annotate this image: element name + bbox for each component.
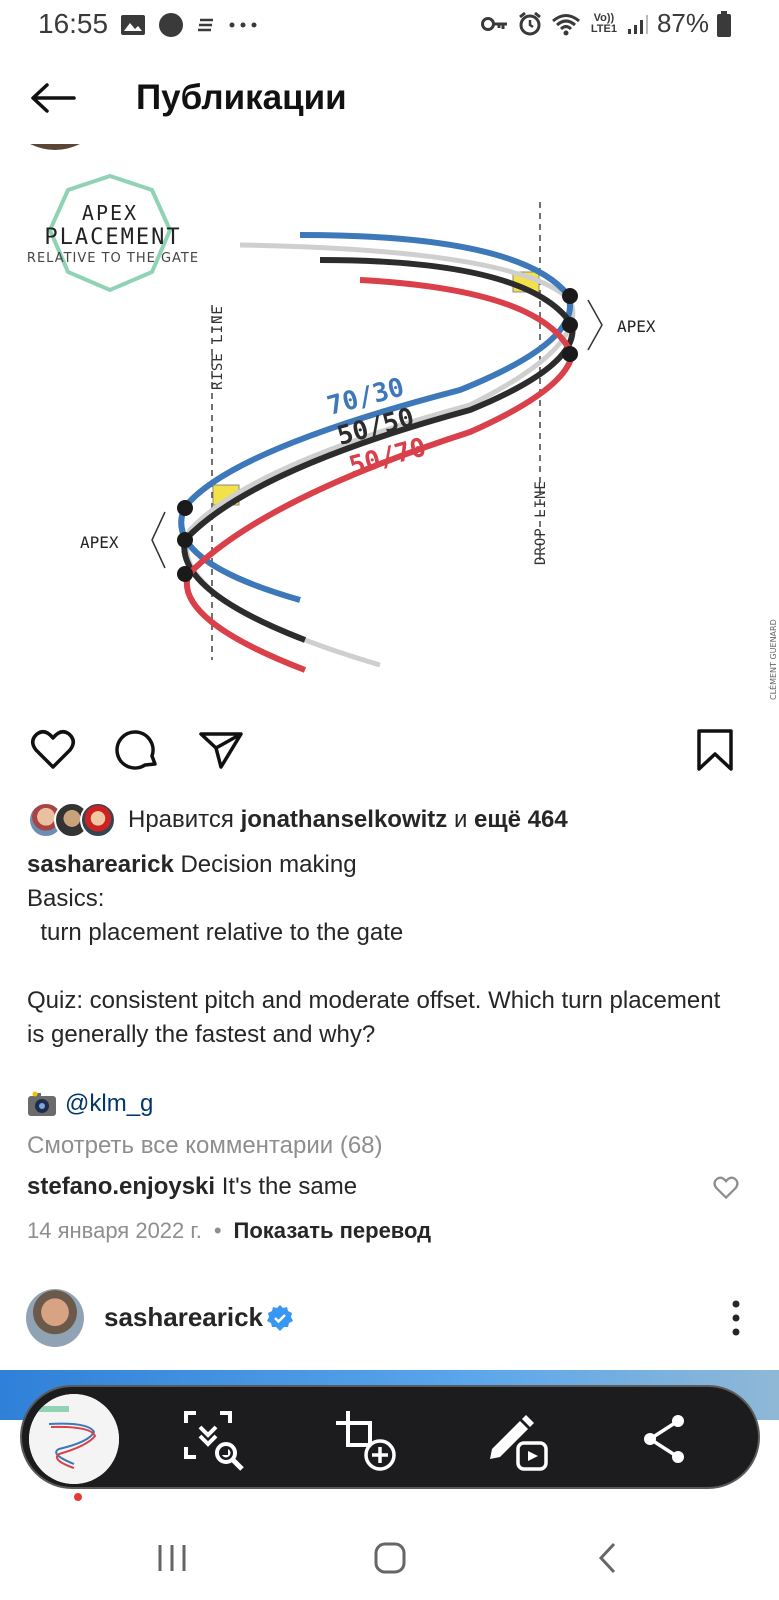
apex-point-right-black [562, 317, 578, 333]
apex-point-left-black [177, 532, 193, 548]
send-icon [199, 732, 243, 769]
rise-line-label: RISE LINE [210, 305, 226, 390]
key-icon [480, 16, 507, 31]
likes-row[interactable]: Нравится jonathanselkowitz и ещё 464 [28, 800, 568, 840]
logo-octagon [47, 173, 173, 293]
more-options-icon[interactable] [729, 1296, 743, 1340]
avatar[interactable] [26, 1289, 84, 1347]
heart-icon [31, 730, 75, 769]
recent-apps-icon [158, 1545, 186, 1571]
verified-badge-icon [267, 1305, 293, 1331]
circle-icon [159, 13, 183, 37]
notification-dot [74, 1493, 82, 1501]
page-title: Публикации [136, 78, 347, 117]
apex-point-left-red [177, 566, 193, 582]
post-actions [0, 715, 779, 785]
save-button[interactable] [690, 725, 740, 775]
like-button[interactable] [28, 725, 78, 775]
recent-apps-button[interactable] [142, 1533, 202, 1583]
logo-line1: APEX [82, 201, 138, 225]
drop-line-label: DROP LINE [533, 480, 549, 565]
screenshot-toolbar [20, 1385, 760, 1489]
nav-back-button[interactable] [578, 1533, 638, 1583]
apex-point-right-red [562, 346, 578, 362]
comment-icon [115, 730, 157, 770]
caption-line1: Decision making [180, 851, 357, 878]
previous-avatar-fragment [30, 144, 80, 150]
likes-others[interactable]: ещё 464 [474, 806, 568, 833]
share-button[interactable] [196, 725, 246, 775]
bookmark-icon [697, 729, 733, 771]
liker-avatar [80, 802, 116, 838]
apex-point-right-blue [562, 288, 578, 304]
likes-text: Нравится jonathanselkowitz и ещё 464 [128, 806, 568, 834]
signal-icon [627, 14, 648, 34]
post-caption: sasharearick Decision making Basics: tur… [27, 848, 727, 1052]
likes-middle: и [453, 806, 468, 833]
screenshot-thumbnail[interactable] [29, 1394, 119, 1484]
crop-button[interactable] [334, 1409, 396, 1471]
apex-label-right: APEX [617, 317, 656, 336]
likes-prefix: Нравится [128, 806, 234, 833]
comment-username[interactable]: stefano.enjoyski [27, 1173, 216, 1200]
image-icon [121, 15, 145, 35]
view-all-comments-link[interactable]: Смотреть все комментарии (68) [27, 1132, 383, 1159]
caption-username[interactable]: sasharearick [27, 851, 174, 878]
comment-text: It's the same [221, 1173, 358, 1200]
apex-label-left: APEX [80, 533, 119, 552]
caption-line3: turn placement relative to the gate [27, 919, 404, 946]
apex-point-left-blue [177, 500, 193, 516]
likes-user[interactable]: jonathanselkowitz [240, 806, 448, 833]
battery-percent: 87% [656, 8, 709, 38]
meta-separator: • [213, 1218, 222, 1243]
status-time: 16:55 [38, 8, 109, 39]
crop-icon [336, 1411, 396, 1471]
system-navbar [0, 1515, 779, 1600]
draw-button[interactable] [486, 1409, 548, 1471]
next-post-header: sasharearick [0, 1286, 779, 1356]
battery-icon [717, 10, 731, 37]
scan-icon [184, 1411, 244, 1471]
notes-icon [198, 18, 213, 32]
scroll-capture-button[interactable] [182, 1409, 244, 1471]
post-meta: 14 января 2022 г. • Показать перевод [27, 1218, 431, 1244]
caption-line4 [27, 950, 727, 984]
comment-like-button[interactable] [713, 1176, 739, 1202]
post-image[interactable]: APEX PLACEMENT RELATIVE TO THE GATE RISE… [0, 140, 779, 710]
status-bar: 16:55 Vo)) LTE1 87% [0, 0, 779, 50]
heart-icon [713, 1176, 739, 1200]
alarm-icon [519, 11, 541, 35]
share-screenshot-button[interactable] [634, 1409, 696, 1471]
camera-emoji-icon [28, 1091, 56, 1116]
photo-credit: CLÉMENT GUENARD [767, 619, 778, 700]
logo-line2: PLACEMENT [44, 225, 181, 250]
post-date: 14 января 2022 г. [27, 1218, 202, 1243]
logo-line3: RELATIVE TO THE GATE [27, 251, 199, 266]
network-label: Vo)) LTE1 [590, 11, 617, 35]
mention-row: @klm_g [27, 1090, 153, 1118]
show-translation-link[interactable]: Показать перевод [233, 1218, 432, 1243]
home-icon [374, 1542, 406, 1574]
wifi-icon [551, 13, 580, 35]
next-post-username[interactable]: sasharearick [104, 1302, 264, 1332]
back-button[interactable] [28, 76, 78, 120]
draw-icon [490, 1415, 548, 1471]
home-button[interactable] [360, 1533, 420, 1583]
comment-button[interactable] [112, 725, 162, 775]
more-dots-icon [229, 22, 257, 28]
comment-item: stefano.enjoyski It's the same [27, 1173, 357, 1201]
caption-line2: Basics: [27, 885, 105, 912]
back-chevron-icon [598, 1542, 616, 1574]
share-icon [644, 1415, 684, 1463]
arrow-left-icon [31, 83, 76, 113]
caption-line5: Quiz: consistent pitch and moderate offs… [27, 987, 727, 1048]
mention-link[interactable]: @klm_g [65, 1090, 154, 1117]
header: Публикации [0, 60, 779, 135]
